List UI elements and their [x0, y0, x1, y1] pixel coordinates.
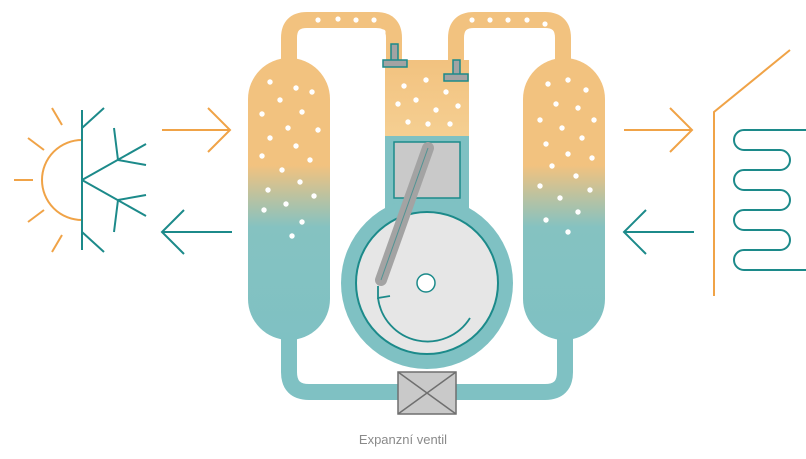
- chamber-bubbles: [395, 77, 461, 127]
- rotation-arrow-icon: [377, 297, 471, 343]
- pipe-top-left: [281, 12, 402, 72]
- arrow-out-left-icon: [160, 209, 232, 255]
- crank-pin: [416, 273, 436, 293]
- expansion-valve: [397, 371, 457, 415]
- condenser-tank: [523, 58, 605, 340]
- snowflake-icon: [81, 107, 147, 253]
- compressor-valves: [382, 43, 469, 82]
- evaporator-tank: [248, 58, 330, 340]
- sun-half-icon: [41, 139, 83, 221]
- evaporator-bubbles: [259, 79, 321, 239]
- expansion-valve-label: Expanzní ventil: [358, 432, 448, 447]
- arrow-in-right-icon: [622, 209, 694, 255]
- arrow-out-right-icon: [624, 107, 694, 153]
- sun-snowflake-icon: [14, 107, 147, 253]
- house-roof: [713, 49, 791, 296]
- condenser-bubbles: [537, 77, 597, 235]
- sun-rays: [14, 107, 63, 253]
- arrow-in-left-icon: [162, 107, 232, 153]
- house-radiator-icon: [713, 49, 806, 296]
- radiator-coil-icon: [733, 129, 806, 271]
- pipe-bubbles: [315, 16, 548, 35]
